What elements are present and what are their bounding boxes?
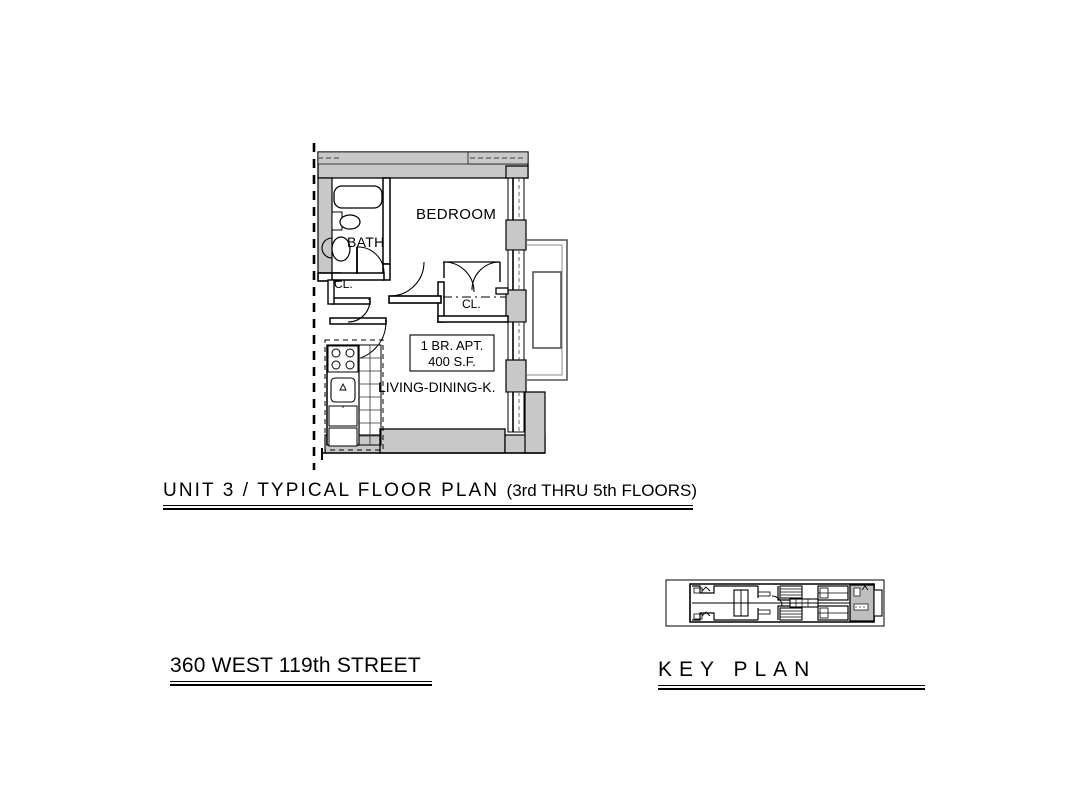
refrigerator	[328, 405, 358, 447]
bath-closet-walls	[327, 279, 387, 325]
lavatory-sink	[331, 211, 361, 231]
bath-south-wall	[331, 272, 385, 281]
hall-closet-label: CL.	[462, 297, 481, 311]
bath-label: BATH	[347, 234, 385, 250]
north-exterior-wall	[317, 151, 529, 179]
window-living-north	[507, 321, 525, 361]
address-title: 360 WEST 119th STREET	[170, 654, 421, 677]
unit-title-floors: (3rd THRU 5th FLOORS)	[506, 481, 698, 500]
bathtub	[333, 185, 383, 209]
window-living-south	[507, 391, 525, 433]
rule-thick	[170, 684, 432, 686]
plan-geometry: BEDROOM BATH CL. CL. LIVING-DINING-K. 1 …	[312, 143, 568, 470]
key-plan-right-units	[817, 585, 849, 621]
area-tag-line1: 1 BR. APT.	[421, 338, 484, 353]
window-bedroom-north	[507, 177, 525, 221]
unit-title: UNIT 3 / TYPICAL FLOOR PLAN (3rd THRU 5t…	[163, 480, 697, 502]
kitchen-range	[327, 345, 359, 373]
bath-bedroom-partition	[382, 177, 391, 281]
fire-escape	[527, 239, 568, 381]
area-tag-line2: 400 S.F.	[428, 354, 476, 369]
rule-thin	[163, 505, 693, 506]
unit-title-main: UNIT 3 / TYPICAL FLOOR PLAN	[163, 480, 507, 501]
key-plan-geometry	[665, 579, 885, 627]
bath-closet-label: CL.	[334, 277, 353, 291]
counter-hatching	[358, 344, 382, 446]
water-closet	[321, 236, 351, 262]
upper-cabinets	[324, 339, 384, 451]
key-plan-street-facade	[873, 589, 883, 617]
wall-pier-3	[505, 359, 527, 393]
window-bedroom-south	[507, 249, 525, 291]
rule-thin	[170, 681, 432, 682]
address-rules	[170, 681, 432, 686]
key-plan-title-block: KEY PLAN	[658, 658, 925, 690]
east-wall-window-assembly	[505, 165, 529, 433]
rule-thin	[658, 685, 925, 686]
hall-closet-doors	[443, 261, 501, 293]
key-plan-rules	[658, 685, 925, 690]
living-dining-kitchen-label: LIVING-DINING-K.	[378, 379, 495, 395]
wall-pier-1	[505, 219, 527, 251]
unit-floor-plan: BEDROOM BATH CL. CL. LIVING-DINING-K. 1 …	[312, 143, 568, 470]
wall-pier-2	[505, 289, 527, 323]
rule-thick	[658, 688, 925, 690]
key-plan-core	[771, 585, 819, 621]
hall-closet-walls	[388, 281, 509, 323]
bath-door	[356, 246, 385, 274]
kitchen-assembly	[324, 339, 384, 451]
area-tag: 1 BR. APT. 400 S.F.	[409, 334, 495, 372]
bedroom-label: BEDROOM	[416, 206, 496, 223]
key-plan-drawing	[665, 579, 885, 627]
key-plan-title: KEY PLAN	[658, 658, 817, 681]
address-block: 360 WEST 119th STREET	[170, 654, 432, 686]
kitchen-sink	[330, 377, 356, 403]
rule-thick	[163, 508, 693, 510]
bath-closet-door	[347, 299, 371, 323]
unit-title-block: UNIT 3 / TYPICAL FLOOR PLAN (3rd THRU 5t…	[163, 480, 697, 510]
bedroom-door	[389, 261, 425, 297]
key-plan-left-unit	[692, 585, 771, 621]
key-plan-highlighted-unit	[849, 584, 875, 622]
unit-title-rules	[163, 505, 697, 510]
